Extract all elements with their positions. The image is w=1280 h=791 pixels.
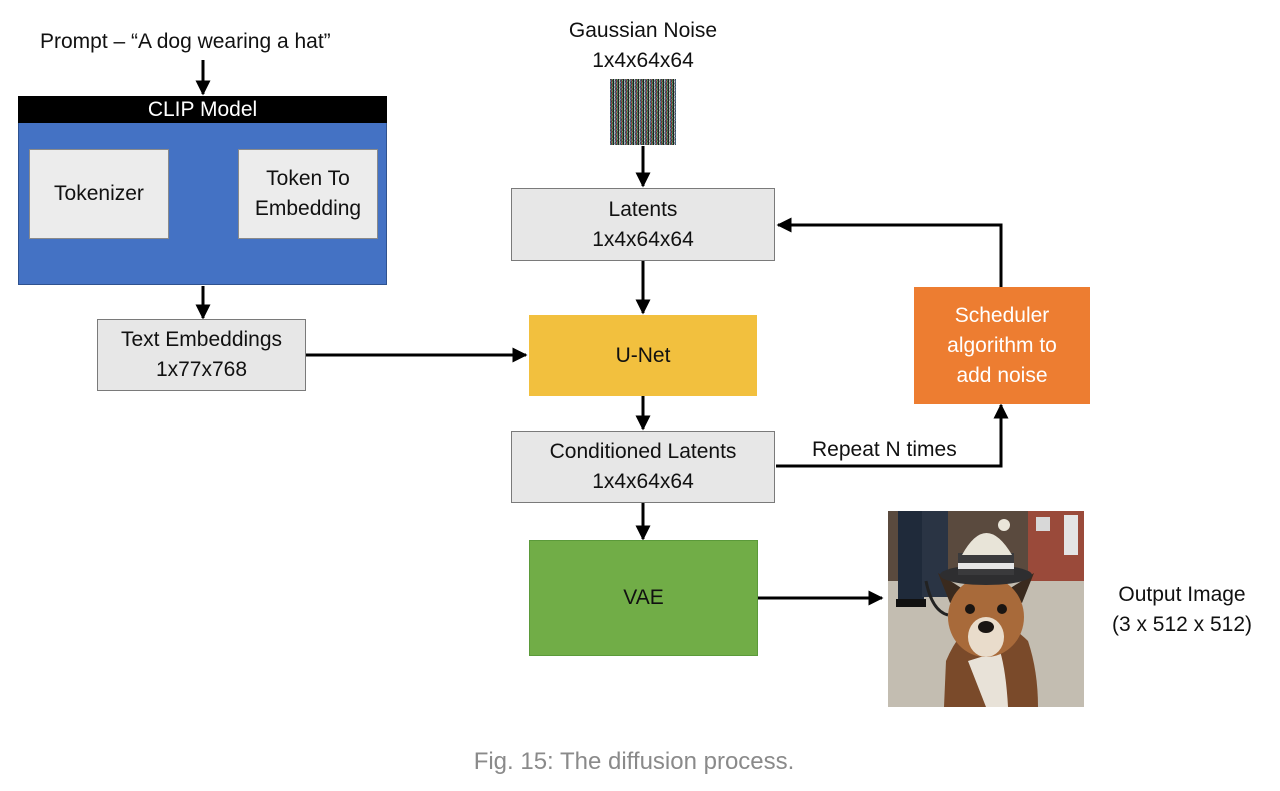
tokenizer-box: Tokenizer xyxy=(29,149,169,239)
text-embeddings-label: Text Embeddings xyxy=(120,328,283,351)
text-embeddings-shape: 1x77x768 xyxy=(155,358,248,381)
scheduler-box: Scheduler algorithm to add noise xyxy=(914,287,1090,404)
gaussian-noise-shape: 1x4x64x64 xyxy=(592,49,694,72)
conditioned-latents-shape: 1x4x64x64 xyxy=(592,470,694,493)
latents-label: Latents xyxy=(608,197,678,221)
scheduler-line-3: add noise xyxy=(956,363,1048,387)
conditioned-latents-box: Conditioned Latents 1x4x64x64 xyxy=(511,431,775,503)
prompt-label: Prompt – “A dog wearing a hat” xyxy=(40,30,331,53)
dog-wearing-hat-illustration xyxy=(888,511,1084,707)
clip-model-title: CLIP Model xyxy=(18,96,387,123)
gaussian-noise-image xyxy=(610,79,676,145)
conditioned-latents-label: Conditioned Latents xyxy=(549,440,737,463)
output-image xyxy=(888,511,1084,707)
gaussian-noise-label: Gaussian Noise xyxy=(568,19,718,42)
latents-shape: 1x4x64x64 xyxy=(592,227,694,251)
vae-label: VAE xyxy=(623,586,664,609)
scheduler-line-2: algorithm to xyxy=(947,333,1057,357)
token-to-embedding-box: Token To Embedding xyxy=(238,149,378,239)
scheduler-line-1: Scheduler xyxy=(954,303,1050,327)
repeat-label: Repeat N times xyxy=(812,438,957,461)
unet-box: U-Net xyxy=(529,315,757,396)
latents-box: Latents 1x4x64x64 xyxy=(511,188,775,261)
vae-box: VAE xyxy=(529,540,758,656)
output-image-shape: (3 x 512 x 512) xyxy=(1111,613,1253,636)
text-embeddings-box: Text Embeddings 1x77x768 xyxy=(97,319,306,391)
unet-label: U-Net xyxy=(615,343,671,367)
token-to-embedding-line-2: Embedding xyxy=(254,197,362,220)
figure-caption: Fig. 15: The diffusion process. xyxy=(473,748,795,775)
output-image-label: Output Image xyxy=(1118,583,1246,606)
arrow-scheduler-to-latents xyxy=(776,217,1003,287)
arrow-repeat-to-scheduler xyxy=(776,403,1009,468)
tokenizer-label: Tokenizer xyxy=(54,182,144,205)
token-to-embedding-line-1: Token To xyxy=(266,167,350,190)
